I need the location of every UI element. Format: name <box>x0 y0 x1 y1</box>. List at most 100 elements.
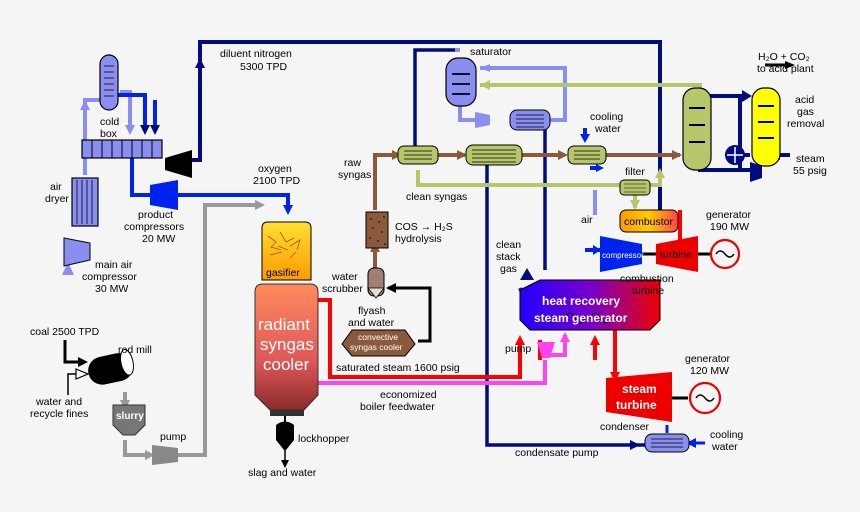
label-economized-1: economized <box>380 389 437 401</box>
generator-120 <box>688 381 722 415</box>
label-cooling-water-bottom-2: water <box>711 441 738 453</box>
label-rod-mill: rod mill <box>118 344 152 356</box>
label-gen120-2: 120 MW <box>690 365 729 377</box>
cos-hydrolysis-bed <box>365 211 389 249</box>
nitrogen-pipe <box>190 40 662 230</box>
labels: diluent nitrogen 5300 TPD saturator H₂O … <box>30 46 827 479</box>
label-20mw: 20 MW <box>142 233 175 245</box>
label-economized-2: boiler feedwater <box>360 401 435 413</box>
label-h2o-co2: H₂O + CO₂ <box>758 51 810 63</box>
label-clean-stack-2: stack <box>496 251 521 263</box>
label-clean-stack-3: gas <box>500 263 517 275</box>
generator-190 <box>709 238 741 270</box>
label-cooling-water-top: cooling <box>590 111 623 123</box>
saturator-exchanger <box>509 109 551 131</box>
air-dryer <box>71 177 99 227</box>
label-condenser: condenser <box>600 421 650 433</box>
label-diluent-tpd: 5300 TPD <box>240 61 288 73</box>
label-hrsg-1: heat recovery <box>542 294 620 308</box>
label-gen120-1: generator <box>685 353 730 365</box>
label-slag: slag and water <box>248 467 317 479</box>
label-combustion: combustion <box>620 273 674 285</box>
combustor <box>619 209 679 233</box>
label-water-scrubber-2: scrubber <box>322 283 363 295</box>
label-compressors: compressors <box>124 221 184 233</box>
label-product: product <box>138 209 173 221</box>
stack-gas-arrow <box>520 268 534 280</box>
filter <box>619 179 651 196</box>
label-saturator: saturator <box>470 46 512 58</box>
convective-syngas-cooler <box>341 329 416 357</box>
label-combustor: combustor <box>624 216 674 228</box>
product-compressor <box>150 180 178 210</box>
agr-column-yellow <box>751 87 781 167</box>
label-pump-slurry: pump <box>160 431 186 443</box>
label-box: box <box>100 128 118 140</box>
agr-exchanger <box>725 145 745 165</box>
nitrogen-compressor <box>165 150 192 178</box>
syngas-exchanger-1 <box>397 145 439 165</box>
label-steam-turbine-1: steam <box>622 382 657 396</box>
label-main-air: main air <box>95 259 133 271</box>
label-cooling-water-top2: water <box>594 123 621 135</box>
label-filter: filter <box>625 166 645 178</box>
label-radiant-2: syngas <box>260 335 314 354</box>
label-clean-syngas: clean syngas <box>406 191 467 203</box>
cold-box-column <box>99 54 119 111</box>
label-pump-hrsg: pump <box>505 343 531 355</box>
label-agr-3: removal <box>787 118 824 130</box>
label-gen190-2: 190 MW <box>710 221 749 233</box>
cold-box-exchanger <box>81 139 163 159</box>
label-lockhopper: lockhopper <box>298 433 350 445</box>
slurry-pump <box>152 445 178 465</box>
saturator-pump <box>475 112 490 128</box>
label-oxygen: oxygen <box>258 163 292 175</box>
label-hydrolysis: hydrolysis <box>395 233 442 245</box>
label-gasifier: gasifier <box>266 267 300 279</box>
label-hrsg-2: steam generator <box>534 311 628 325</box>
label-raw: raw <box>344 157 361 169</box>
radiant-syngas-cooler <box>254 283 319 411</box>
label-gen190-1: generator <box>706 209 751 221</box>
label-30mw: 30 MW <box>95 283 128 295</box>
label-agr-2: gas <box>797 106 814 118</box>
label-flyash-1: flyash <box>358 305 386 317</box>
label-air-gt: air <box>581 214 593 226</box>
label-water-recycle-1: water and <box>35 396 82 408</box>
label-cold: cold <box>100 116 119 128</box>
label-clean-stack-1: clean <box>496 239 521 251</box>
label-compressor-gt: compressor <box>602 251 644 260</box>
slurry-tank <box>112 404 146 436</box>
label-convective-1: convective <box>358 332 398 342</box>
label-saturated-steam: saturated steam 1600 psig <box>336 362 460 374</box>
lockhopper <box>276 421 294 450</box>
label-dryer: dryer <box>45 193 69 205</box>
hrsg <box>519 279 661 331</box>
label-syngas: syngas <box>338 169 371 181</box>
label-convective-2: syngas cooler <box>350 342 403 352</box>
gasifier <box>261 221 312 281</box>
label-compressor-mac: compressor <box>82 271 137 283</box>
hrsg-pump <box>537 342 555 358</box>
label-radiant-1: radiant <box>258 315 310 334</box>
label-diluent-nitrogen: diluent nitrogen <box>220 48 292 60</box>
main-air-compressor <box>63 237 91 267</box>
label-to-acid-plant: to acid plant <box>757 63 814 75</box>
gas-turbine <box>656 236 698 272</box>
syngas-exchanger-2 <box>465 144 523 166</box>
label-slurry: slurry <box>116 411 144 422</box>
condenser <box>644 433 690 453</box>
label-combustion-turbine: turbine <box>632 285 664 297</box>
label-agr-1: acid <box>795 94 814 106</box>
label-steam: steam <box>796 153 825 165</box>
water-scrubber <box>367 267 385 299</box>
label-turbine-gt: turbine <box>660 249 692 261</box>
label-water-scrubber-1: water <box>331 271 358 283</box>
label-condensate-pump: condensate pump <box>515 447 599 459</box>
label-steam-turbine-2: turbine <box>616 398 657 412</box>
label-oxygen-tpd: 2100 TPD <box>253 175 301 187</box>
label-cos-h2s: COS → H₂S <box>395 221 453 233</box>
label-radiant-3: cooler <box>263 355 310 374</box>
label-steam-psig: 55 psig <box>793 165 827 177</box>
